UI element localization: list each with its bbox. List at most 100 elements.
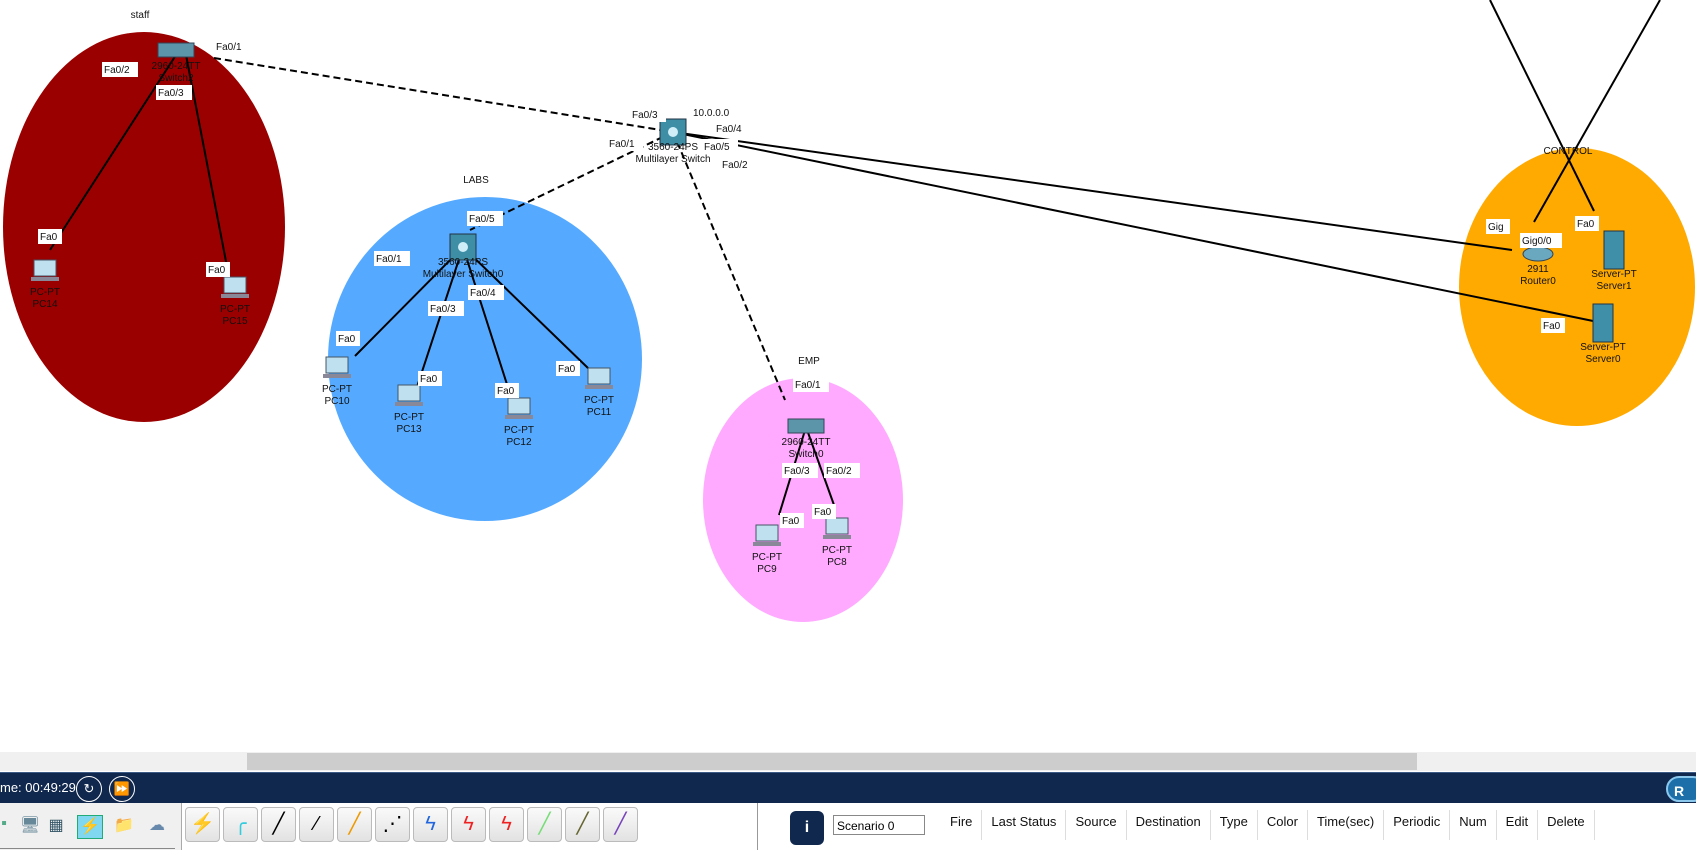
simulation-bar: me: 00:49:29 ↻ ⏩ R [0, 772, 1696, 804]
cable-link[interactable] [213, 57, 674, 133]
coaxial-icon[interactable]: ϟ [413, 807, 448, 842]
pc-icon [397, 384, 421, 402]
device-pc10[interactable] [323, 356, 351, 378]
pdu-column-last-status[interactable]: Last Status [982, 810, 1067, 840]
zone-labs[interactable] [328, 197, 642, 521]
realtime-mode-button[interactable]: R [1666, 776, 1696, 802]
scenario-select[interactable]: Scenario 0 [833, 815, 925, 835]
zone-label-staff[interactable]: staff [131, 10, 150, 21]
cable-link[interactable] [1533, 0, 1661, 223]
cable-link[interactable] [462, 246, 513, 401]
device-model: PC-PT [30, 287, 60, 298]
keyboard-icon [323, 374, 351, 378]
svg-text:Fa0/1: Fa0/1 [216, 42, 242, 53]
misc-icon[interactable]: 📁 [114, 817, 134, 834]
device-core[interactable] [659, 118, 687, 146]
pdu-column-edit[interactable]: Edit [1497, 810, 1539, 840]
cable-link[interactable] [462, 246, 591, 371]
port-label-bg [1520, 233, 1562, 248]
device-switch0[interactable] [787, 418, 825, 434]
zone-label-control[interactable]: CONTROL [1544, 146, 1593, 157]
phone-cable-icon[interactable]: ⋰ [375, 807, 410, 842]
connections-icon[interactable]: ⚡ [77, 815, 103, 839]
reset-time-button[interactable]: ↻ [76, 776, 102, 802]
cable-link[interactable] [672, 131, 786, 401]
console-cable-icon[interactable]: ╭ [223, 807, 258, 842]
keyboard-icon [395, 402, 423, 406]
horizontal-scrollbar[interactable] [0, 752, 1696, 771]
port-label-bg [702, 139, 738, 154]
pdu-column-destination[interactable]: Destination [1127, 810, 1211, 840]
fast-forward-button[interactable]: ⏩ [109, 776, 135, 802]
zone-staff[interactable] [3, 32, 285, 422]
device-pc11[interactable] [585, 367, 613, 389]
device-pc8[interactable] [823, 517, 851, 539]
svg-text:Fa0/3: Fa0/3 [158, 88, 184, 99]
device-pc12[interactable] [505, 397, 533, 419]
auto-connection-icon[interactable]: ⚡ [185, 807, 220, 842]
svg-text:Fa0: Fa0 [497, 386, 515, 397]
cable-link[interactable] [672, 131, 1599, 323]
device-router0[interactable] [1522, 246, 1554, 262]
network-devices-icon[interactable]: ▪ [1, 815, 7, 832]
pdu-column-type[interactable]: Type [1211, 810, 1258, 840]
device-name: PC14 [32, 299, 57, 310]
zone-emp[interactable] [703, 378, 903, 622]
port-label-bg [720, 157, 756, 172]
cable-link[interactable] [1489, 0, 1595, 212]
port-label: Fa0/2 [720, 157, 756, 172]
pdu-column-num[interactable]: Num [1450, 810, 1497, 840]
device-name: Server0 [1585, 354, 1620, 365]
cable-link[interactable] [49, 54, 177, 251]
pdu-column-color[interactable]: Color [1258, 810, 1308, 840]
pdu-column-source[interactable]: Source [1066, 810, 1127, 840]
components-icon[interactable]: ▦ [48, 817, 64, 834]
device-pc14[interactable] [31, 259, 59, 281]
device-server1[interactable] [1603, 230, 1625, 270]
device-labs_switch[interactable] [449, 233, 477, 261]
serial-dce-icon[interactable]: ϟ [451, 807, 486, 842]
port-label: Fa0/1 [214, 39, 250, 54]
pdu-column-delete[interactable]: Delete [1538, 810, 1595, 840]
topology-canvas[interactable]: staffLABSEMPCONTROLFa0/1Fa0/2Fa0/3Fa0Fa0… [0, 0, 1696, 752]
pc-icon [587, 367, 611, 385]
device-pc15[interactable] [221, 276, 249, 298]
device-model: 3560-24PS [438, 257, 488, 268]
port-label: Fa0 [812, 504, 836, 519]
cable-link[interactable] [185, 54, 231, 283]
pdu-column-time-sec-[interactable]: Time(sec) [1308, 810, 1385, 840]
zone-label-labs[interactable]: LABS [463, 175, 489, 186]
multiuser-icon[interactable]: ☁ [149, 817, 165, 834]
octal-cable-icon[interactable]: ╱ [527, 807, 562, 842]
svg-text:Fa0: Fa0 [40, 232, 58, 243]
zone-control[interactable] [1459, 148, 1695, 426]
device-pc9[interactable] [753, 524, 781, 546]
svg-text:Fa0/3: Fa0/3 [430, 304, 456, 315]
cable-link[interactable] [672, 131, 1513, 251]
scrollbar-thumb[interactable] [247, 753, 1417, 770]
device-server0[interactable] [1592, 303, 1614, 343]
iot-cable-icon[interactable]: ╱ [565, 807, 600, 842]
fiber-icon[interactable]: ╱ [337, 807, 372, 842]
svg-text:Fa0/3: Fa0/3 [784, 466, 810, 477]
device-pc13[interactable] [395, 384, 423, 406]
cable-link[interactable] [415, 246, 464, 391]
usb-cable-icon[interactable]: ╱ [603, 807, 638, 842]
port-label: Fa0/3 [428, 301, 464, 316]
pdu-column-fire[interactable]: Fire [941, 810, 983, 840]
device-switch2[interactable] [157, 42, 195, 58]
pdu-column-periodic[interactable]: Periodic [1384, 810, 1451, 840]
cable-link[interactable] [805, 426, 835, 506]
cable-link[interactable] [354, 246, 464, 357]
serial-dte-icon[interactable]: ϟ [489, 807, 524, 842]
end-devices-icon[interactable]: 🖥 [19, 817, 41, 834]
info-icon[interactable]: i [790, 811, 824, 845]
crossover-icon[interactable]: ⁄ [299, 807, 334, 842]
device-model: PC-PT [394, 412, 424, 423]
straight-through-icon[interactable]: ╱ [261, 807, 296, 842]
zone-label-emp[interactable]: EMP [798, 356, 820, 367]
